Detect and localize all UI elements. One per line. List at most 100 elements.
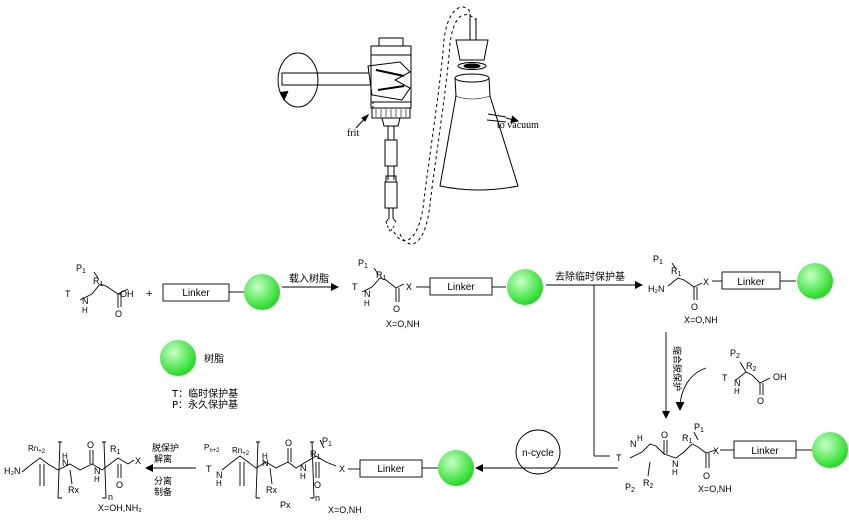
mol6-N3: N <box>300 463 307 473</box>
mol6-Rn2: Rn+2 <box>232 446 250 457</box>
step-remove-temp: 去除临时保护基 <box>555 270 625 283</box>
mol5-N1: N <box>630 439 637 449</box>
linker-label-3: Linker <box>737 277 765 288</box>
step-condense: 缩合脱保护 <box>671 346 683 391</box>
mol6-Pn2: Pn+2 <box>204 443 220 454</box>
shaft <box>281 72 375 86</box>
mol5-R1: R1 <box>682 433 693 445</box>
mol2-xdef: X=O,NH <box>386 319 420 329</box>
mol6-O1: O <box>285 438 292 448</box>
resin-bead-legend <box>160 340 196 376</box>
linker-label-5: Linker <box>751 446 779 457</box>
mol6-O2: O <box>314 480 321 490</box>
mol3-O: O <box>691 302 698 312</box>
step-load-resin: 载入树脂 <box>289 272 329 285</box>
mol4-OH: OH <box>773 372 787 382</box>
mol2-P1: P1 <box>358 258 368 270</box>
step-deprotect: 脱保护 <box>152 442 179 454</box>
apparatus <box>277 6 519 245</box>
mol7-n: n <box>108 492 113 502</box>
legend-resin: 树脂 <box>204 352 224 365</box>
mol6-P1: P1 <box>322 436 332 448</box>
step-separate: 分离 <box>154 475 172 487</box>
mol7-H2N: H₂N <box>4 466 21 476</box>
mol5-xdef: X=O,NH <box>698 484 732 494</box>
mol1-H: H <box>82 306 88 315</box>
mol5-O2: O <box>703 471 710 481</box>
mol3-X: X <box>703 277 709 287</box>
mol5-T: T <box>616 453 622 463</box>
linker-box-1 <box>162 283 230 302</box>
mol6-H2: H <box>262 452 268 461</box>
mol6-n: n <box>315 493 320 503</box>
mol7-X: X <box>135 456 141 466</box>
mol7-R1: R1 <box>110 444 121 456</box>
resin-bead-1 <box>244 274 280 310</box>
mol7-Rn2: Rn+2 <box>28 444 46 455</box>
linker-box-5 <box>733 440 797 459</box>
mol7-Rx: Rx <box>68 485 79 495</box>
linker-box-6 <box>359 459 423 478</box>
vacuum-label: to vacuum <box>497 120 539 131</box>
mol7-H1: H <box>62 452 68 461</box>
mol6-Rx: Rx <box>266 485 277 495</box>
linker-label-6: Linker <box>377 464 405 475</box>
resin-bead-3 <box>797 263 833 299</box>
mol5-R2: R2 <box>643 478 654 490</box>
mol2-H: H <box>364 299 370 308</box>
resin-bead-6 <box>438 450 474 486</box>
mol1-T: T <box>65 289 71 299</box>
step-prepare: 制备 <box>154 486 172 498</box>
mol5-O1: O <box>661 430 668 440</box>
mol6-Px: Px <box>280 500 291 510</box>
mol7-N2: N <box>94 466 101 476</box>
mol4-T: T <box>722 373 728 383</box>
mol3-H2N: H₂N <box>648 284 665 294</box>
plus-sign: + <box>146 288 152 300</box>
mol4-R2: R2 <box>746 361 757 373</box>
mol7-H2: H <box>94 475 100 484</box>
reaction-lines <box>21 262 812 499</box>
vacuum-flask <box>439 77 519 191</box>
mol2-R1: R1 <box>376 270 387 282</box>
mol5-H1: H <box>637 434 643 443</box>
mol3-xdef: X=O,NH <box>684 315 718 325</box>
linker-label-2: Linker <box>447 282 475 293</box>
mol6-N2: N <box>262 458 269 468</box>
mol1-N: N <box>82 296 89 306</box>
mol5-H2: H <box>672 468 678 477</box>
mol5-P1: P1 <box>694 422 704 434</box>
mol4-N: N <box>734 378 741 388</box>
mol7-xdef: X=OH,NH₂ <box>98 503 142 513</box>
mol1-R1: R1 <box>93 276 104 288</box>
n-cycle-circle <box>515 429 561 475</box>
mol1-OH: OH <box>120 289 134 299</box>
stopper <box>455 39 489 61</box>
mol7-N1: N <box>62 458 69 468</box>
mol2-N: N <box>364 289 371 299</box>
mol1-O: O <box>115 309 122 319</box>
mol2-T: T <box>352 282 358 292</box>
legend-temp-pg: T：临时保护基 <box>171 387 238 400</box>
mol3-P1: P1 <box>653 254 663 266</box>
mol6-N1: N <box>216 470 223 480</box>
mol6-H1: H <box>216 479 222 488</box>
mol6-T: T <box>206 464 212 474</box>
step-cleave: 解离 <box>154 453 172 465</box>
resin-bead-5 <box>812 432 848 468</box>
frit-label: frit <box>347 128 359 139</box>
mol3-R1: R1 <box>671 266 682 278</box>
linker-box-2 <box>429 277 493 296</box>
mol2-X: X <box>406 282 412 292</box>
linker-box-3 <box>721 271 781 290</box>
rotation-arrow-icon <box>277 52 319 108</box>
mol2-O: O <box>393 304 400 314</box>
mol5-P2: P2 <box>625 482 635 494</box>
mol7-O1: O <box>87 440 94 450</box>
resin-bead-2 <box>507 269 543 305</box>
mol1-P1: P1 <box>76 263 86 275</box>
mol6-xdef: X=O,NH <box>328 505 362 515</box>
mol7-O2: O <box>116 480 123 490</box>
mol4-O: O <box>757 396 764 406</box>
